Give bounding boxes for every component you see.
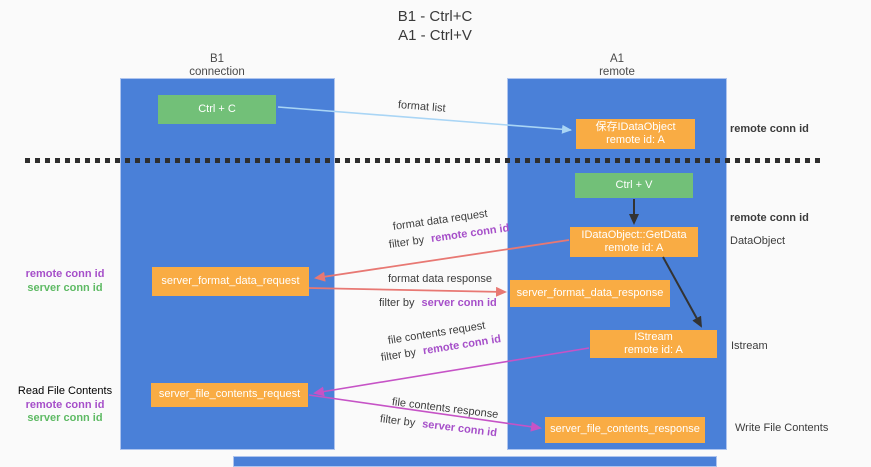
node-save-idataobject-line2: remote id: A (606, 134, 665, 146)
label-server-conn-id-left-top: server conn id (27, 281, 103, 294)
edge-label-filter-server-conn-id-1: filter by server conn id (379, 297, 497, 309)
node-server-file-contents-request: server_file_contents_request (151, 383, 308, 407)
node-istream-line1: IStream (634, 330, 673, 343)
format-data-response-text: format data response (388, 273, 492, 285)
lane-a1-subtitle: remote (599, 66, 635, 78)
edge-label-format-list: format list (398, 99, 446, 115)
lane-a1-name: A1 (609, 53, 625, 65)
copy-paste-divider-dashed-line (25, 158, 825, 163)
node-istream-line2: remote id: A (624, 344, 683, 356)
node-ctrl-c-label: Ctrl + C (198, 102, 236, 115)
format-list-text: format list (397, 99, 447, 115)
label-dataobject: DataObject (730, 235, 786, 247)
label-istream: Istream (731, 340, 768, 352)
label-read-file-contents: Read File Contents (17, 385, 113, 397)
label-server-conn-id-left-bottom: server conn id (27, 412, 103, 424)
label-remote-conn-id-left-bottom: remote conn id (25, 398, 105, 411)
filter-by-text: filter by (388, 234, 425, 251)
edge-label-format-data-response: format data response (388, 273, 492, 285)
node-server-format-data-response-label: server_format_data_response (516, 286, 664, 299)
label-group-read-file-contents: Read File Contents remote conn id server… (10, 385, 120, 426)
filter-by-text: filter by (379, 297, 415, 309)
label-write-file-contents: Write File Contents (735, 422, 829, 434)
node-ctrl-v: Ctrl + V (575, 173, 693, 198)
label-remote-conn-id-left-top: remote conn id (25, 268, 105, 280)
diagram-title: B1 - Ctrl+C A1 - Ctrl+V (295, 7, 575, 45)
arrow-format-data-response (308, 286, 507, 297)
node-server-format-data-request: server_format_data_request (152, 267, 309, 296)
bottom-partial-bar (233, 456, 717, 467)
server-conn-id-text: server conn id (421, 297, 497, 309)
node-save-idataobject: 保存IDataObject remote id: A (576, 119, 695, 149)
node-istream: IStream remote id: A (590, 330, 717, 358)
lane-b1-subtitle: connection (189, 66, 245, 78)
node-idataobject-getdata: IDataObject::GetData remote id: A (570, 227, 698, 257)
node-server-format-data-response: server_format_data_response (510, 280, 670, 307)
node-idataobject-getdata-line2: remote id: A (604, 242, 664, 254)
filter-by-text: filter by (380, 346, 417, 364)
label-remote-conn-id-right-mid: remote conn id (730, 212, 809, 224)
server-conn-id-text: server conn id (421, 418, 498, 440)
lane-header-b1: B1 connection (147, 53, 287, 79)
label-remote-conn-id-right-top: remote conn id (730, 123, 809, 135)
node-server-format-data-request-label: server_format_data_request (161, 274, 300, 287)
node-idataobject-getdata-line1: IDataObject::GetData (581, 228, 687, 241)
lane-b1-name: B1 (209, 53, 225, 65)
filter-by-text: filter by (379, 413, 416, 430)
title-line-2: A1 - Ctrl+V (398, 27, 472, 44)
node-ctrl-v-label: Ctrl + V (615, 178, 653, 191)
node-server-file-contents-request-label: server_file_contents_request (158, 388, 301, 401)
lane-header-a1: A1 remote (547, 53, 687, 79)
node-save-idataobject-line1: 保存IDataObject (595, 120, 676, 133)
node-server-file-contents-response-label: server_file_contents_response (550, 423, 700, 436)
node-server-file-contents-response: server_file_contents_response (545, 417, 705, 443)
node-ctrl-c: Ctrl + C (158, 95, 276, 124)
title-line-1: B1 - Ctrl+C (397, 8, 473, 25)
label-group-conn-ids-top: remote conn id server conn id (10, 268, 120, 295)
